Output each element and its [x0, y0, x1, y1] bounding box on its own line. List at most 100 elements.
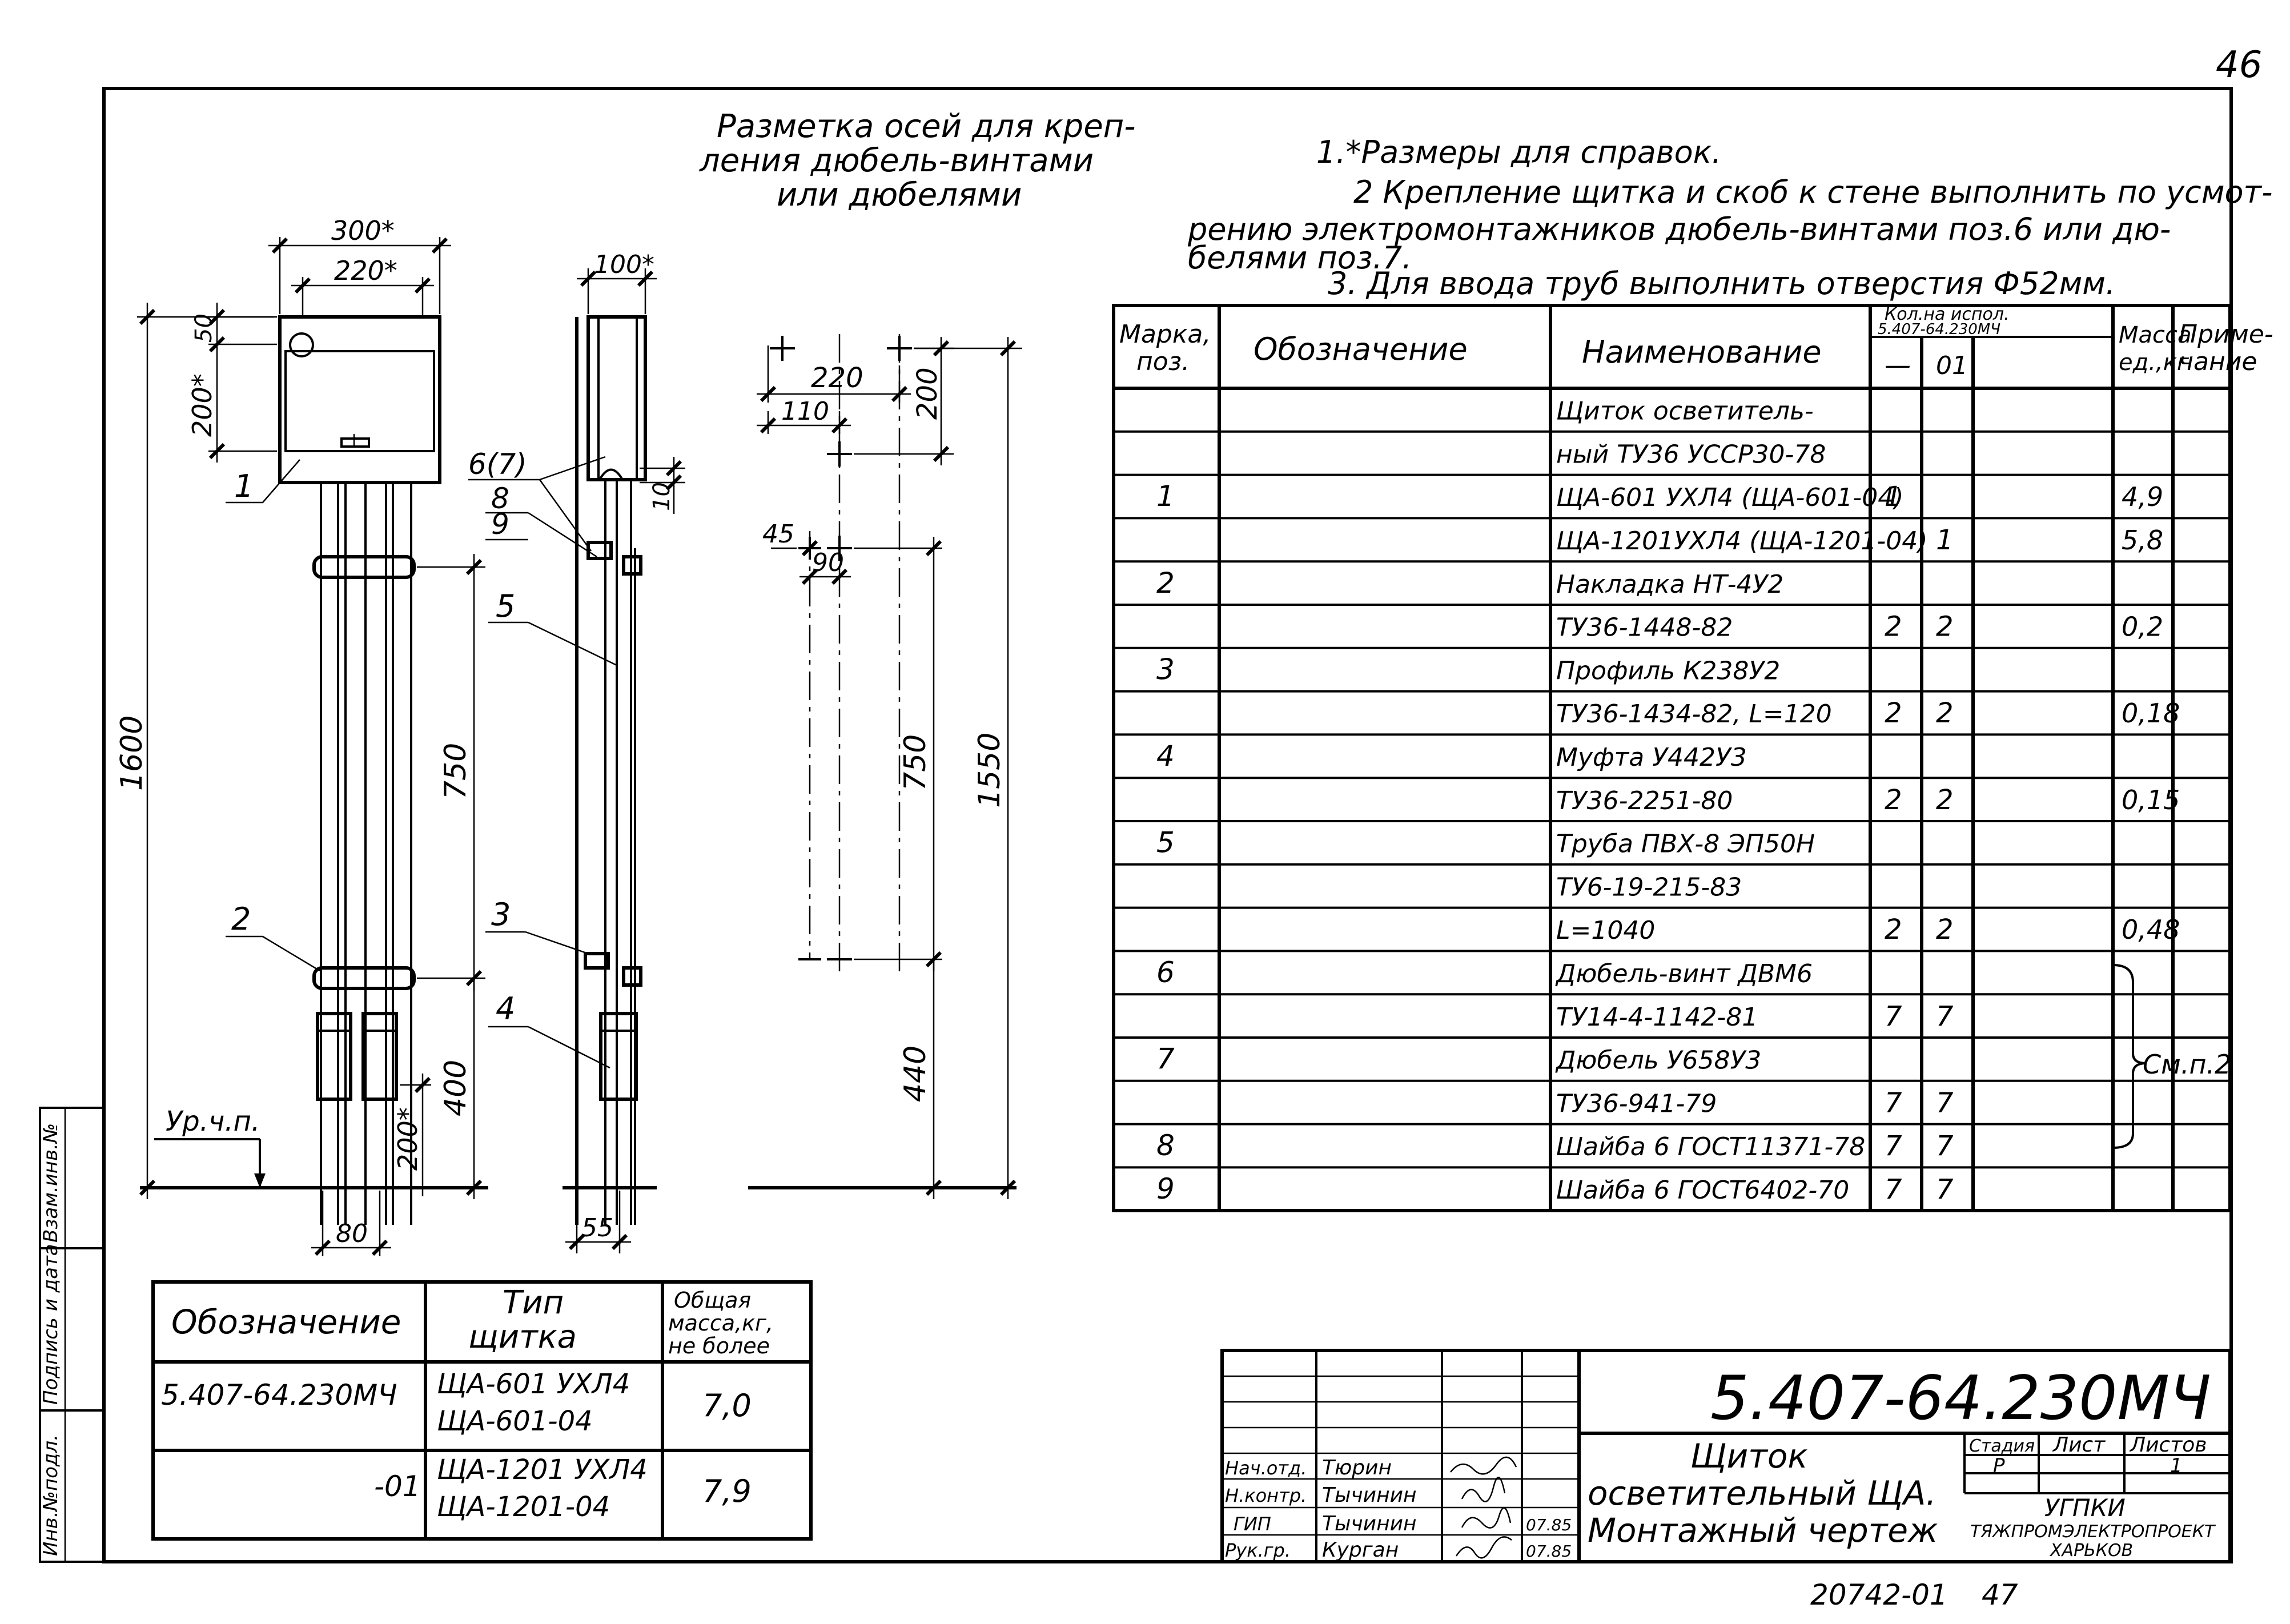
th-note: Приме-	[2179, 320, 2273, 349]
variant-table: Обозначение Тип щитка Общая масса,кг, не…	[151, 1280, 813, 1541]
spec-cell-name: ЩА-1201УХЛ4 (ЩА-1201-04)	[1556, 526, 1927, 556]
spec-cell-name: Муфта У442У3	[1556, 743, 1747, 772]
spec-cell-name: ТУ6-19-215-83	[1556, 873, 1742, 902]
dim-label: 220*	[334, 255, 397, 286]
spec-cell-pos: 3	[1156, 653, 1175, 686]
layout-view: 220 110 200 45 90 750 440	[748, 334, 1022, 1199]
signer-name: Тычинин	[1322, 1512, 1417, 1535]
signer-name: Тычинин	[1322, 1484, 1417, 1507]
vt-th-mass: Общая	[674, 1288, 751, 1313]
signer-date: 07.85	[1526, 1542, 1572, 1561]
callout-8: 8	[491, 482, 509, 515]
vt-th-mass: не более	[668, 1333, 770, 1358]
dim-label: 440	[898, 1046, 933, 1102]
brace	[2112, 964, 2147, 1149]
signature	[1461, 1507, 1512, 1529]
org-line: УГПКИ	[2044, 1494, 2126, 1522]
spec-cell-q1: 2	[1885, 611, 1902, 643]
dim-label: 100*	[594, 250, 654, 279]
sheets-label: Листов	[2129, 1433, 2207, 1457]
spec-cell-mass: 5,8	[2122, 525, 2163, 556]
spec-cell-pos: 8	[1156, 1129, 1175, 1162]
spec-cell-name: ЩА-601 УХЛ4 (ЩА-601-04)	[1556, 483, 1903, 512]
callout-1: 1	[234, 468, 254, 504]
inventory-code: 20742-01	[1810, 1578, 1948, 1611]
spec-cell-name: L=1040	[1556, 916, 1655, 945]
th-qty: —	[1885, 349, 1911, 380]
clamp	[312, 555, 416, 579]
spec-cell-name: Дюбель У658У3	[1555, 1046, 1761, 1075]
dim-label: 750	[898, 734, 933, 791]
spec-cell-name: Накладка НТ-4У2	[1556, 570, 1783, 599]
spec-cell-name: ТУ36-1434-82, L=120	[1556, 700, 1832, 729]
copy-number: 47	[1982, 1578, 2018, 1611]
spec-cell-q1: 2	[1885, 697, 1902, 729]
spec-cell-name: Дюбель-винт ДВМ6	[1555, 959, 1813, 988]
spec-cell-name: ТУ14-4-1142-81	[1556, 1003, 1758, 1032]
signer-name: Курган	[1322, 1538, 1399, 1562]
doc-number: 5.407-64.230МЧ	[1710, 1363, 2211, 1433]
spec-cell-q1: 7	[1885, 1087, 1902, 1119]
org-line: ТЯЖПРОМЭЛЕКТРОПРОЕКТ	[1970, 1522, 2216, 1542]
front-view: Ур.ч.п. 300* 220* 50 200* 1600	[115, 215, 488, 1256]
th-mark: Марка,	[1119, 320, 1211, 349]
callout-4: 4	[496, 991, 515, 1027]
callout-6-7: 6(7)	[468, 448, 527, 481]
vt-cell: ЩА-601-04	[437, 1405, 593, 1437]
dim-label: 45	[762, 520, 794, 549]
clamp	[312, 966, 416, 990]
spec-cell-name: Шайба 6 ГОСТ6402-70	[1556, 1176, 1849, 1205]
callout-9: 9	[491, 508, 509, 541]
side-view: 100* 10 55 6(7) 8 9 5 3 4	[468, 250, 685, 1253]
spec-cell-q2: 1	[1936, 524, 1954, 556]
dim-label: 200*	[392, 1107, 423, 1171]
spec-cell-q1: 7	[1885, 1173, 1902, 1205]
spec-cell-q2: 2	[1936, 784, 1954, 816]
spec-cell-q2: 7	[1936, 1000, 1954, 1032]
spec-cell-name: Щиток осветитель-	[1556, 397, 1814, 426]
th-name: Наименование	[1582, 334, 1822, 370]
spec-cell-q1: 2	[1885, 914, 1902, 946]
title-line: Монтажный чертеж	[1588, 1511, 1938, 1550]
vt-th-type: щитка	[468, 1319, 577, 1356]
coupling	[361, 1012, 398, 1101]
vt-th-mass: масса,кг,	[668, 1311, 773, 1336]
spec-cell-q2: 7	[1936, 1173, 1954, 1205]
vt-cell: ЩА-1201-04	[437, 1491, 610, 1523]
sheet-label: Лист	[2052, 1433, 2106, 1457]
spec-cell-mass: 0,18	[2122, 698, 2180, 729]
drawing-title: Разметка осей для креп- ления дюбель-вин…	[699, 108, 1135, 214]
note-line: 2 Крепление щитка и скоб к стене выполни…	[1353, 174, 2272, 210]
side-stamp-cell: Инв.№подл.	[39, 1434, 62, 1556]
callout-2: 2	[231, 901, 251, 937]
dim-label: 1550	[973, 733, 1007, 808]
signer-role: Рук.гр.	[1225, 1539, 1291, 1561]
th-mass: ед.,кг	[2119, 349, 2189, 376]
vt-cell: 7,9	[702, 1473, 752, 1509]
note-line: рению электромонтажников дюбель-винтами …	[1187, 211, 2171, 247]
dim-label: 220	[811, 362, 863, 394]
th-mass: Масса	[2119, 322, 2192, 348]
bracket-note: См.п.2	[2143, 1049, 2231, 1080]
th-designation: Обозначение	[1254, 331, 1468, 367]
signer-name: Тюрин	[1322, 1456, 1392, 1480]
signature	[1450, 1456, 1517, 1475]
floor-label: Ур.ч.п.	[166, 1106, 260, 1137]
spec-cell-mass: 0,48	[2122, 914, 2180, 945]
spec-cell-mass: 0,2	[2122, 612, 2163, 642]
th-mark: поз.	[1136, 347, 1190, 376]
dim-label: 90	[812, 548, 844, 577]
spec-table: Марка, поз. Обозначение Наименование Кол…	[1112, 304, 2273, 1212]
spec-cell-pos: 5	[1156, 826, 1175, 859]
callout-5: 5	[496, 588, 515, 624]
drawing-title-line: ления дюбель-винтами	[699, 142, 1094, 179]
spec-cell-mass: 4,9	[2122, 481, 2163, 512]
spec-cell-pos: 1	[1156, 480, 1175, 513]
dim-label: 110	[781, 397, 829, 426]
spec-cell-q2: 2	[1936, 914, 1954, 946]
spec-cell-pos: 4	[1156, 739, 1175, 773]
th-qty: 01	[1936, 351, 1968, 380]
spec-cell-pos: 6	[1156, 956, 1175, 989]
dim-label: 55	[581, 1213, 613, 1243]
